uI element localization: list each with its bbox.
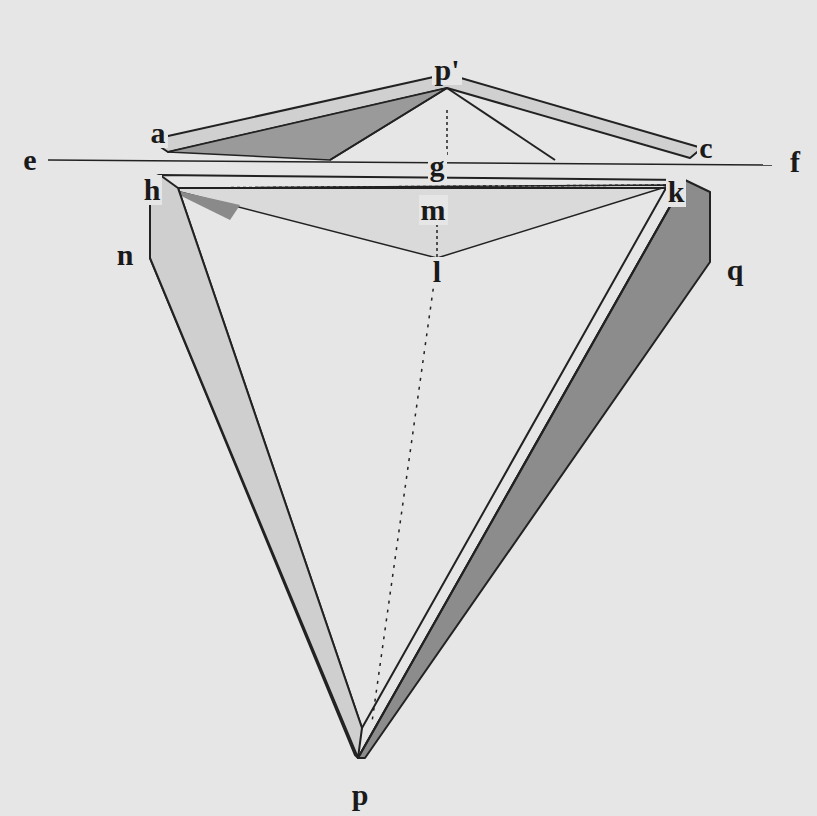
point-label: q [725,255,746,285]
point-label: a [149,118,168,148]
point-label: c [697,133,714,163]
point-label: h [142,175,163,205]
point-label: e [21,145,38,175]
point-label: p [350,780,371,810]
point-label: n [115,240,136,270]
point-label: m [419,195,448,225]
point-label: p' [432,55,461,85]
point-label: g [428,151,447,181]
point-label: l [431,257,443,287]
point-label: k [666,177,687,207]
point-label: f [788,147,802,177]
